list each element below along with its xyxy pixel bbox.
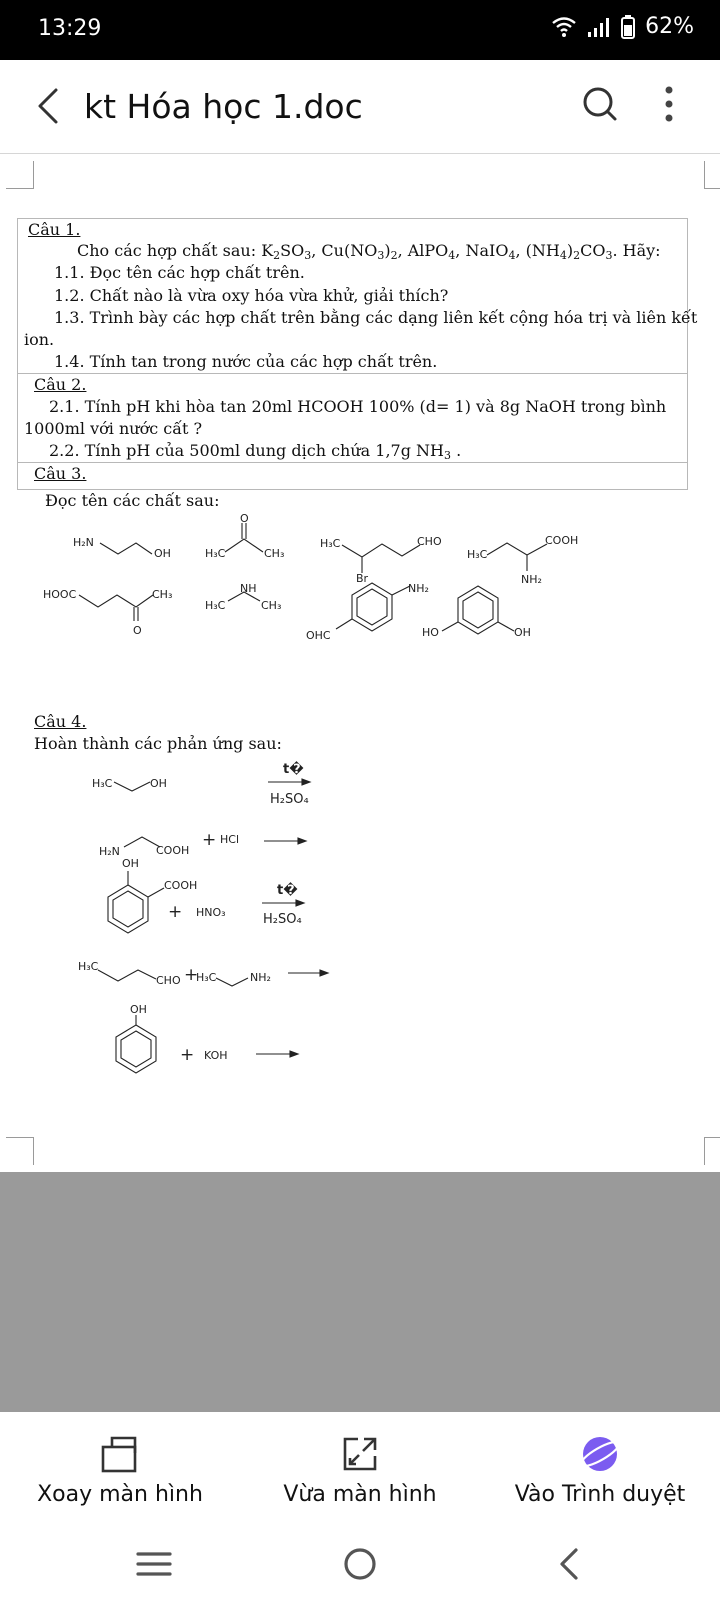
question-4-heading: Câu 4. <box>34 712 87 731</box>
question-2-box: Câu 2. 2.1. Tính pH khi hòa tan 20ml HCO… <box>17 373 688 463</box>
struct-label: HO <box>422 626 439 639</box>
battery-icon <box>621 14 636 39</box>
question-4-reactions: H₃C OH t� H₂SO₄ + HCl H₂N COOH OH COOH +… <box>78 761 330 1074</box>
struct-label: COOH <box>164 879 197 892</box>
struct-label: CH₃ <box>152 588 172 601</box>
page-corner-mark <box>704 1137 720 1165</box>
question-1-line-4: 1.3. Trình bày các hợp chất trên bằng cá… <box>54 308 698 327</box>
struct-label: CHO <box>417 535 442 548</box>
document-background <box>0 1172 720 1412</box>
signal-icon <box>588 17 610 37</box>
question-1-line-1: Cho các hợp chất sau: K2SO3, Cu(NO3)2, A… <box>77 241 661 262</box>
open-browser-button[interactable]: Vào Trình duyệt <box>480 1412 720 1532</box>
struct-label: OH <box>130 1003 147 1016</box>
struct-label: NH₂ <box>521 573 542 586</box>
struct-label: H₃C <box>467 548 488 561</box>
question-3-structures: H₂N OH O H₃C CH₃ H₃C CHO Br H₃C COOH NH₂… <box>43 512 578 642</box>
plus-sign: + <box>184 965 198 985</box>
struct-label: H₃C <box>196 971 217 984</box>
struct-label: CH₃ <box>261 599 281 612</box>
question-2-heading: Câu 2. <box>34 375 87 394</box>
struct-label: COOH <box>156 844 189 857</box>
plus-sign: + <box>202 830 216 850</box>
struct-label: H₂N <box>99 845 120 858</box>
open-browser-label: Vào Trình duyệt <box>514 1482 686 1507</box>
question-3-box: Câu 3. <box>17 462 688 490</box>
bottom-toolbar: Xoay màn hình Vừa màn hình Vào Trình duy… <box>0 1412 720 1532</box>
plus-sign: + <box>180 1045 194 1065</box>
struct-label: t� <box>277 882 298 898</box>
back-arrow-icon[interactable] <box>30 84 66 128</box>
question-2-line-2: 1000ml với nước cất ? <box>24 419 203 438</box>
search-icon[interactable] <box>580 84 620 124</box>
struct-label: Br <box>356 572 369 585</box>
question-3-intro: Đọc tên các chất sau: <box>45 491 220 510</box>
question-4-intro: Hoàn thành các phản ứng sau: <box>34 734 282 753</box>
more-options-icon[interactable] <box>654 82 684 126</box>
struct-label: OH <box>514 626 531 639</box>
struct-label: NH <box>240 582 257 595</box>
struct-label: OHC <box>306 629 331 642</box>
question-1-line-3: 1.2. Chất nào là vừa oxy hóa vừa khử, gi… <box>54 286 449 305</box>
question-1-heading: Câu 1. <box>28 220 81 239</box>
struct-label: HNO₃ <box>196 906 226 919</box>
struct-label: OH <box>150 777 167 790</box>
document-page[interactable]: Câu 1. Cho các hợp chất sau: K2SO3, Cu(N… <box>0 155 720 1172</box>
page-corner-mark <box>6 1137 34 1165</box>
battery-percent: 62% <box>645 14 694 39</box>
rotate-screen-button[interactable]: Xoay màn hình <box>0 1412 240 1532</box>
struct-label: H₂SO₄ <box>263 912 302 927</box>
system-navigation-bar <box>0 1532 720 1600</box>
question-2-line-3: 2.2. Tính pH của 500ml dung dịch chứa 1,… <box>49 441 462 462</box>
struct-label: t� <box>283 761 304 777</box>
recent-apps-icon[interactable] <box>124 1542 184 1586</box>
fit-screen-icon <box>343 1437 377 1471</box>
struct-label: CH₃ <box>264 547 284 560</box>
struct-label: H₃C <box>78 960 99 973</box>
status-icons: 62% <box>551 14 694 39</box>
home-icon[interactable] <box>330 1542 390 1586</box>
question-3-heading: Câu 3. <box>34 464 87 483</box>
struct-label: H₃C <box>205 547 226 560</box>
plus-sign: + <box>168 902 182 922</box>
wifi-icon <box>552 16 576 37</box>
question-1-line-2: 1.1. Đọc tên các hợp chất trên. <box>54 263 305 282</box>
question-1-line-6: 1.4. Tính tan trong nước của các hợp chấ… <box>54 352 438 371</box>
struct-label: NH₂ <box>250 971 271 984</box>
struct-label: COOH <box>545 534 578 547</box>
struct-label: NH₂ <box>408 582 429 595</box>
fit-screen-label: Vừa màn hình <box>283 1482 437 1507</box>
struct-label: HCl <box>220 833 239 846</box>
question-1-box: Câu 1. Cho các hợp chất sau: K2SO3, Cu(N… <box>17 218 697 374</box>
app-bar: kt Hóa học 1.doc <box>0 60 720 154</box>
struct-label: OH <box>122 857 139 870</box>
struct-label: H₂SO₄ <box>270 792 309 807</box>
struct-label: H₂N <box>73 536 94 549</box>
page-corner-mark <box>6 161 34 189</box>
struct-label: CHO <box>156 974 181 987</box>
rotate-screen-label: Xoay màn hình <box>37 1482 203 1507</box>
struct-label: H₃C <box>320 537 341 550</box>
struct-label: H₃C <box>92 777 113 790</box>
struct-label: O <box>240 512 249 525</box>
page-corner-mark <box>704 161 720 189</box>
struct-label: O <box>133 624 142 637</box>
struct-label: H₃C <box>205 599 226 612</box>
fit-screen-button[interactable]: Vừa màn hình <box>240 1412 480 1532</box>
question-1-line-5: ion. <box>24 330 55 349</box>
status-time: 13:29 <box>38 16 102 41</box>
rotate-screen-icon <box>101 1436 137 1473</box>
struct-label: HOOC <box>43 588 77 601</box>
question-2-line-1: 2.1. Tính pH khi hòa tan 20ml HCOOH 100%… <box>49 397 667 416</box>
document-title: kt Hóa học 1.doc <box>84 87 363 126</box>
status-bar: 13:29 62% <box>0 0 720 60</box>
back-nav-icon[interactable] <box>538 1542 598 1586</box>
struct-label: OH <box>154 547 171 560</box>
browser-planet-icon <box>580 1437 620 1471</box>
struct-label: KOH <box>204 1049 228 1062</box>
